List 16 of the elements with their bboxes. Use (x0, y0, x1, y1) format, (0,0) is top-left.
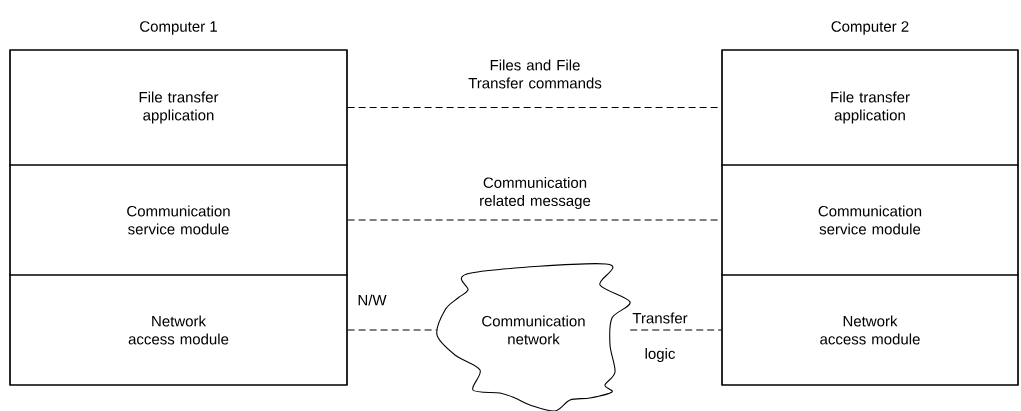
edge-label: Communication related message (480, 177, 591, 209)
cloud: Communication network (436, 263, 631, 411)
layer-box: Communication service module (721, 164, 1019, 276)
layer-box: File transfer application (721, 49, 1019, 166)
edge-label: Files and File Transfer commands (468, 59, 602, 89)
edge-label: Transfer (632, 312, 688, 324)
layer-box: Network access module (9, 274, 348, 386)
layer-box: Network access module (721, 274, 1019, 386)
dashed-line (347, 329, 438, 331)
edge-label: N/W (358, 294, 387, 306)
text-label: logic (645, 348, 675, 362)
dashed-line (629, 329, 722, 331)
layer-box: File transfer application (9, 49, 348, 166)
layer-box: Communication service module (9, 164, 348, 276)
node-label: Computer 2 (831, 21, 909, 35)
node-label: Computer 1 (140, 21, 217, 35)
